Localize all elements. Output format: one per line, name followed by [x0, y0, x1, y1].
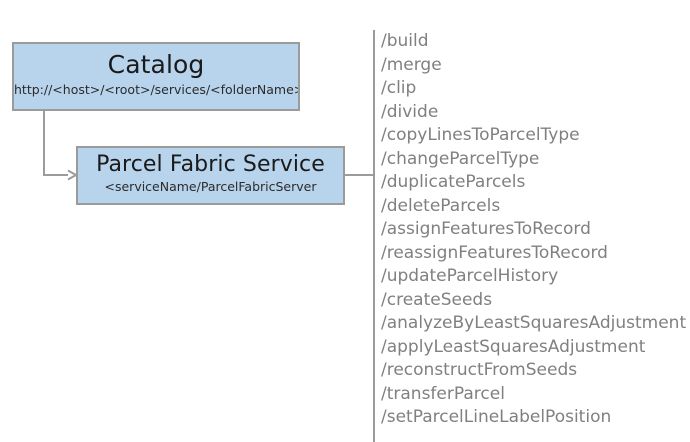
operation-item[interactable]: /transferParcel [381, 383, 505, 404]
operation-item[interactable]: /duplicateParcels [381, 172, 526, 192]
node-catalog-url: http://<host>/<root>/services/<folderNam… [14, 82, 300, 97]
node-parcel-fabric-service-title: Parcel Fabric Service [96, 152, 325, 177]
operation-item[interactable]: /build [381, 31, 429, 51]
operation-item[interactable]: /merge [381, 54, 442, 75]
operation-item[interactable]: /applyLeastSquaresAdjustment [381, 336, 646, 357]
operation-item[interactable]: /updateParcelHistory [381, 266, 559, 286]
operation-item[interactable]: /reconstructFromSeeds [381, 360, 578, 380]
operation-item[interactable]: /copyLinesToParcelType [381, 125, 580, 145]
node-catalog[interactable]: Catalog http://<host>/<root>/services/<f… [12, 42, 300, 111]
operation-item[interactable]: /changeParcelType [381, 148, 540, 169]
operation-item[interactable]: /reassignFeaturesToRecord [381, 242, 608, 263]
operation-item[interactable]: /setParcelLineLabelPosition [381, 407, 612, 427]
operations-panel: /build/merge/clip/divide/copyLinesToParc… [373, 30, 690, 442]
operation-item[interactable]: /deleteParcels [381, 195, 501, 216]
operation-item[interactable]: /clip [381, 78, 417, 98]
connector-arrowhead-icon [67, 169, 79, 181]
operation-item[interactable]: /assignFeaturesToRecord [381, 219, 591, 239]
operation-item[interactable]: /createSeeds [381, 289, 493, 310]
operations-list: /build/merge/clip/divide/copyLinesToParc… [381, 30, 686, 430]
node-catalog-title: Catalog [107, 50, 205, 79]
node-parcel-fabric-service-path: <serviceName/ParcelFabricServer [104, 179, 317, 194]
operation-item[interactable]: /analyzeByLeastSquaresAdjustment [381, 313, 687, 333]
node-parcel-fabric-service[interactable]: Parcel Fabric Service <serviceName/Parce… [76, 146, 345, 205]
connector-catalog-to-parcel-fabric-service [43, 111, 68, 176]
operation-item[interactable]: /divide [381, 101, 439, 122]
